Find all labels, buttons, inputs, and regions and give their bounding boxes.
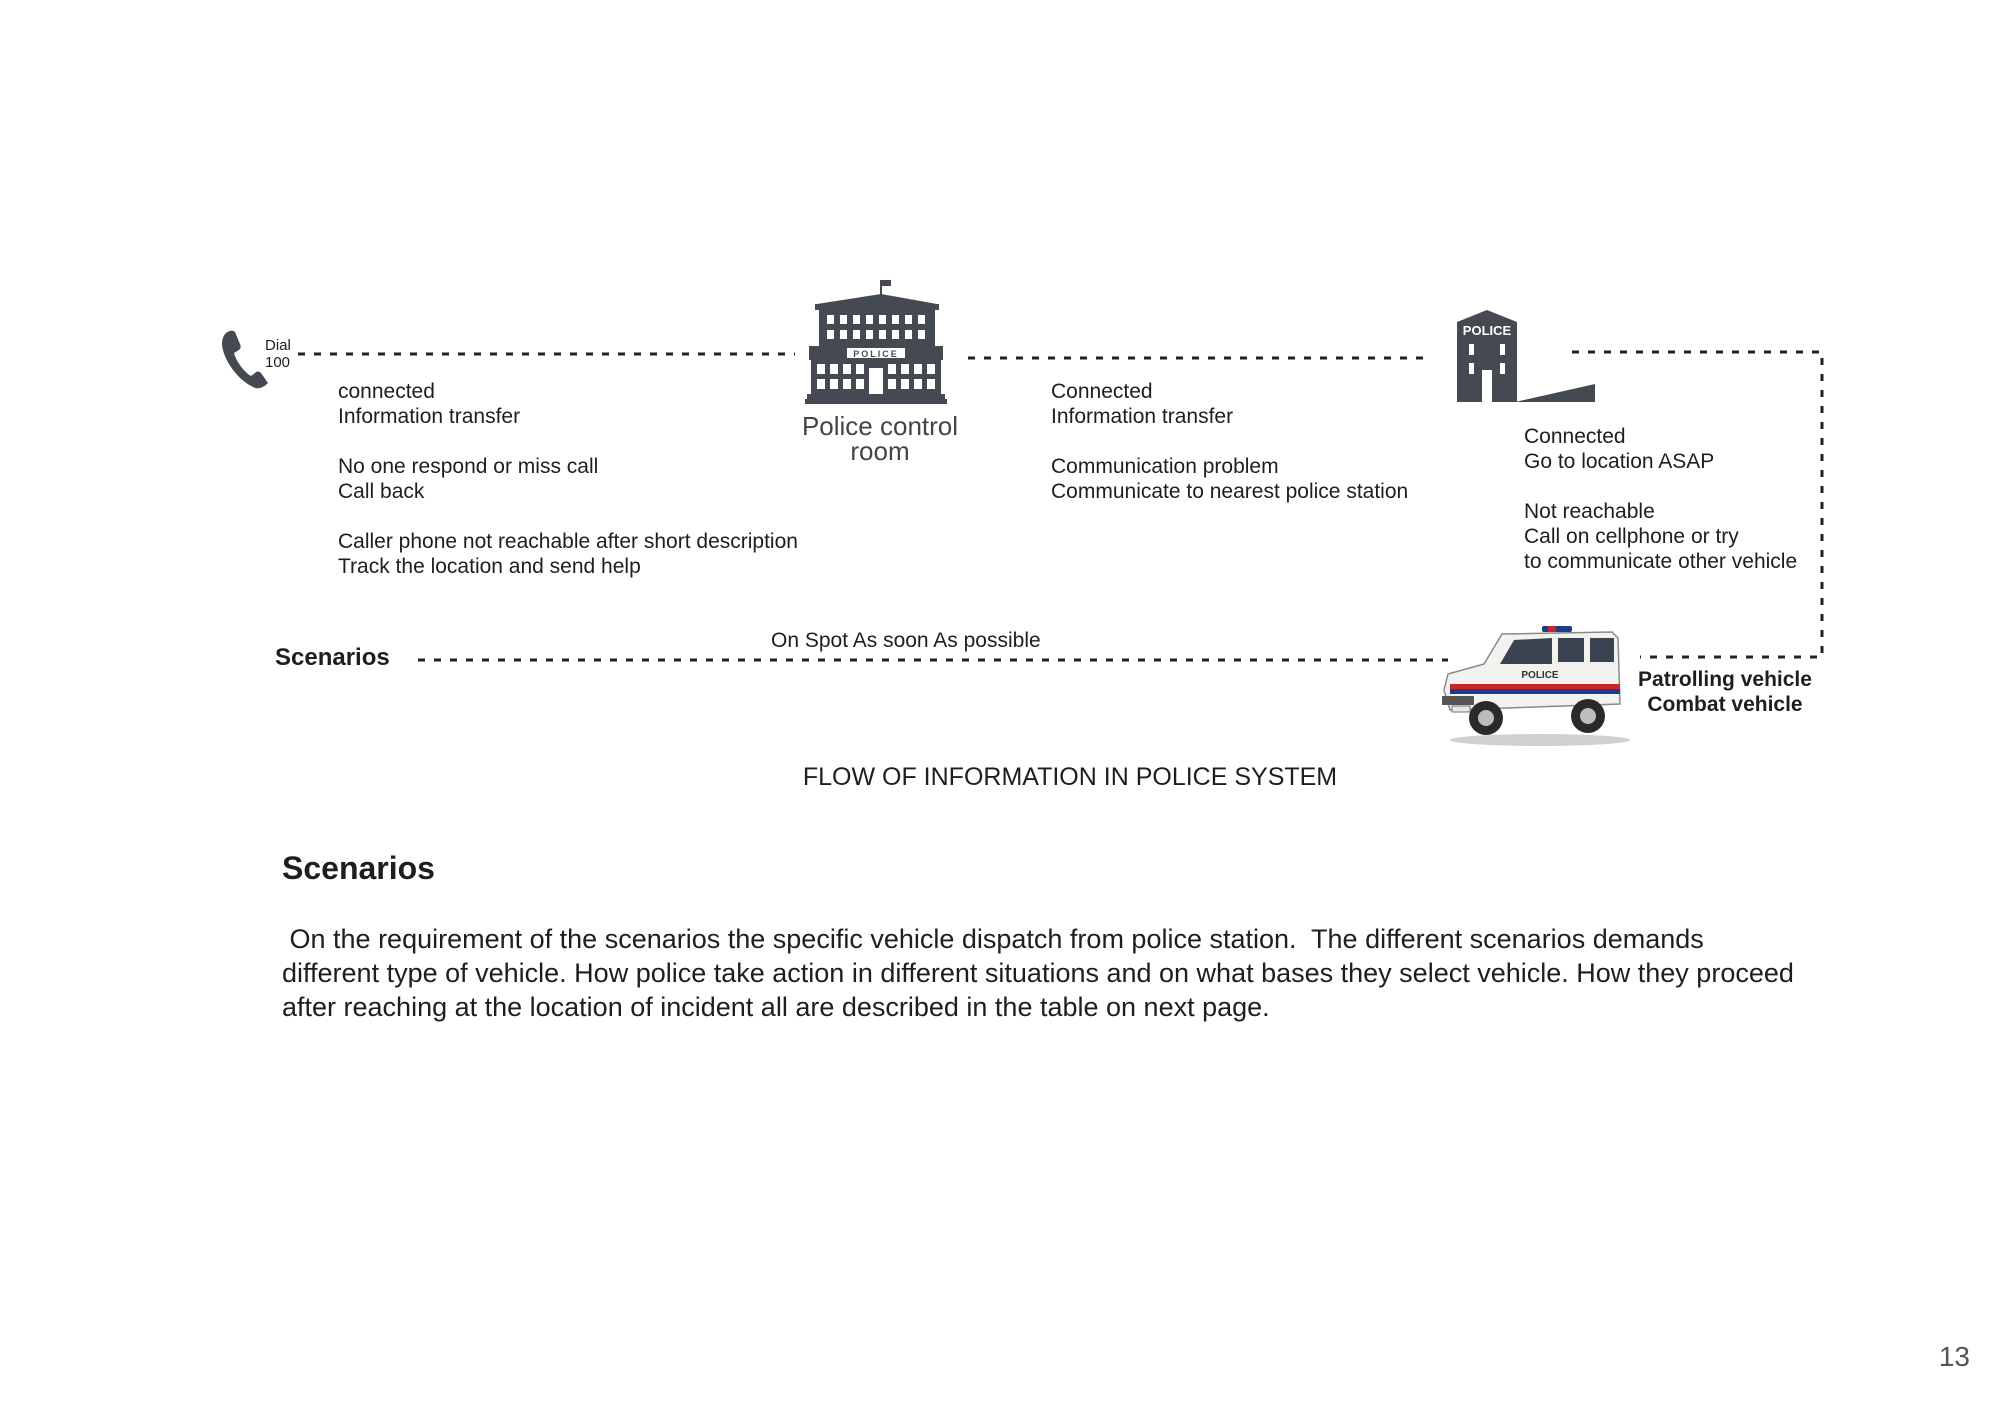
note-line: Call back (338, 480, 425, 503)
vehicle-body-text: POLICE (1521, 670, 1559, 681)
note-line: Go to location ASAP (1524, 450, 1715, 473)
control-room-building-icon: POLICE (805, 280, 947, 404)
note-line: Information transfer (338, 405, 521, 428)
note-line: to communicate other vehicle (1524, 550, 1798, 573)
vehicle-label-line2: Combat vehicle (1647, 693, 1803, 716)
dial-label: Dial 100 (265, 337, 291, 371)
scenarios-node-label: Scenarios (275, 644, 390, 671)
page-number: 13 (1938, 1341, 1970, 1372)
police-station-icon: POLICE (1457, 310, 1595, 402)
vehicle-label: Patrolling vehicle Combat vehicle (1630, 667, 1820, 717)
control-room-label: Police control room (780, 411, 980, 466)
note-line: Not reachable (1524, 500, 1655, 523)
on-spot-label: On Spot As soon As possible (771, 629, 1041, 652)
note-line: Connected (1051, 380, 1153, 403)
note-line: connected (338, 380, 435, 403)
note-line: Track the location and send help (338, 555, 641, 578)
note-line: Connected (1524, 425, 1626, 448)
police-station-sign: POLICE (1463, 323, 1512, 338)
vehicle-label-line1: Patrolling vehicle (1638, 668, 1812, 691)
control-room-label-line2: room (850, 436, 910, 466)
phone-icon (222, 330, 268, 389)
line-station-to-vehicle (1572, 350, 1824, 659)
police-vehicle-icon: POLICE (1442, 626, 1630, 746)
caller-to-control-notes: connected Information transfer No one re… (338, 379, 798, 579)
note-line: Caller phone not reachable after short d… (338, 530, 798, 553)
station-to-vehicle-notes: Connected Go to location ASAP Not reacha… (1524, 424, 1797, 574)
note-line: Information transfer (1051, 405, 1234, 428)
note-line: Communicate to nearest police station (1051, 480, 1409, 503)
dial-label-line1: Dial (265, 337, 291, 354)
control-to-station-notes: Connected Information transfer Communica… (1051, 379, 1408, 504)
diagram-caption: FLOW OF INFORMATION IN POLICE SYSTEM (802, 763, 1338, 791)
section-heading: Scenarios (282, 850, 435, 886)
control-room-sign: POLICE (853, 349, 899, 359)
note-line: Call on cellphone or try (1524, 525, 1739, 548)
note-line: Communication problem (1051, 455, 1279, 478)
control-room-label-line1: Police control (801, 411, 959, 441)
note-line: No one respond or miss call (338, 455, 599, 478)
section-paragraph: On the requirement of the scenarios the … (282, 924, 1802, 1022)
dial-label-line2: 100 (265, 354, 291, 371)
